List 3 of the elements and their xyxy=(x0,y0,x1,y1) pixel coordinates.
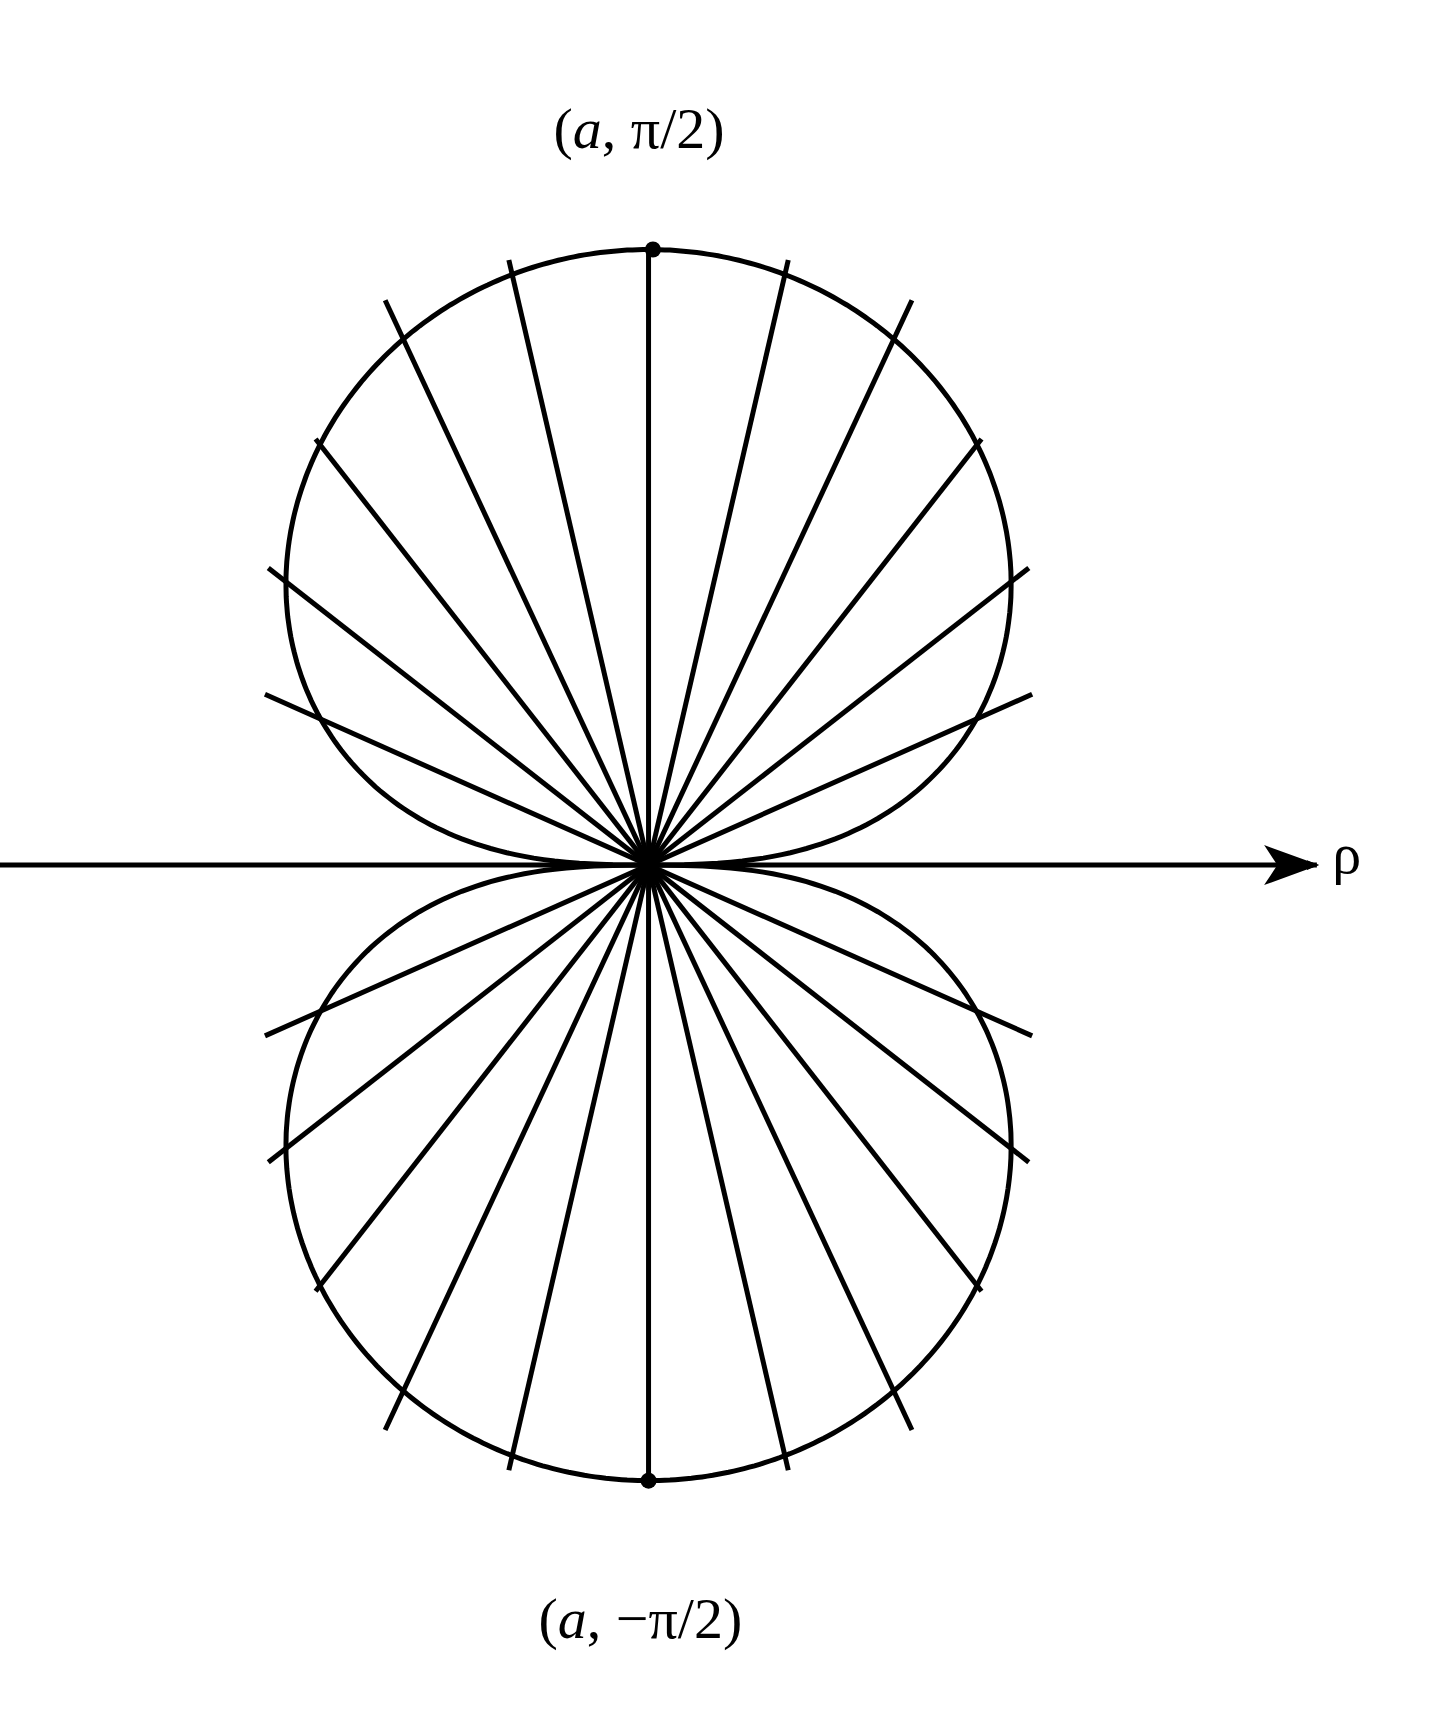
point-label: (a, −π/2) xyxy=(538,1590,743,1648)
axis-label: ρ xyxy=(1332,825,1362,884)
point-label: (a, π/2) xyxy=(553,100,725,158)
